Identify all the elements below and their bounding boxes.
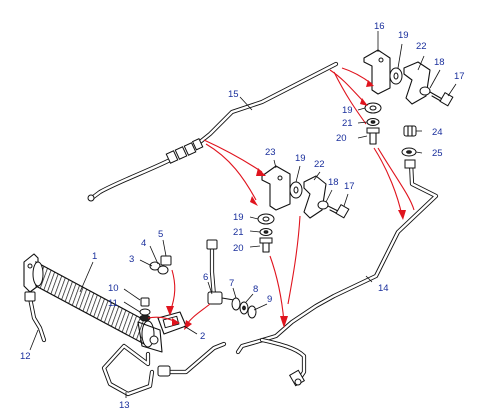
oil-cooler (23, 253, 187, 353)
callout-22-middle: 22 (314, 159, 325, 170)
middle-bracket-assembly (261, 165, 350, 219)
callout-19-stack-middle: 19 (233, 212, 244, 223)
callout-5: 5 (158, 229, 163, 240)
callout-17-middle: 17 (344, 181, 355, 192)
callout-16: 16 (374, 21, 385, 32)
callout-22-upper: 22 (416, 41, 427, 52)
callout-7: 7 (229, 278, 234, 289)
pipe-nut-and-olive (401, 125, 417, 157)
callout-19-middle: 19 (295, 153, 306, 164)
cooler-fixings (139, 255, 172, 322)
assembly-arrows (147, 67, 415, 330)
callout-11: 11 (108, 298, 118, 309)
return-u-pipe (101, 343, 155, 397)
middle-fastener-stack (257, 213, 275, 253)
callout-labels: 16 19 22 18 17 15 19 21 20 24 25 23 19 2… (20, 21, 465, 411)
callout-19-stack-upper: 19 (342, 105, 353, 116)
callout-13: 13 (119, 400, 130, 411)
callout-18-upper: 18 (434, 57, 445, 68)
callout-18-middle: 18 (328, 177, 339, 188)
cooler-outlet-pipe (24, 291, 47, 343)
upper-fastener-stack (364, 102, 382, 145)
upper-oil-pipe (87, 61, 339, 202)
callout-15: 15 (228, 89, 239, 100)
callout-25: 25 (432, 148, 443, 159)
callout-2: 2 (200, 331, 205, 342)
callout-6: 6 (203, 272, 208, 283)
callout-21-upper: 21 (342, 118, 353, 129)
callout-17-upper: 17 (454, 71, 465, 82)
callout-19-upper: 19 (398, 30, 409, 41)
callout-24: 24 (432, 127, 443, 138)
callout-21-middle: 21 (233, 227, 244, 238)
callout-3: 3 (129, 254, 134, 265)
callout-14: 14 (378, 283, 389, 294)
callout-8: 8 (253, 284, 258, 295)
upper-bracket-assembly (363, 49, 454, 107)
lower-hose (259, 337, 307, 387)
leader-lines (29, 31, 457, 398)
callout-23: 23 (265, 147, 276, 158)
callout-4: 4 (141, 238, 146, 249)
callout-1: 1 (92, 251, 97, 262)
callout-10: 10 (108, 283, 119, 294)
callout-20-middle: 20 (233, 243, 244, 254)
cooler-feed-pipe (157, 341, 227, 377)
callout-20-upper: 20 (336, 133, 347, 144)
lower-oil-pipe (235, 159, 439, 355)
callout-12: 12 (20, 351, 31, 362)
callout-9: 9 (267, 294, 272, 305)
pipe-adaptor-fittings (206, 239, 257, 319)
